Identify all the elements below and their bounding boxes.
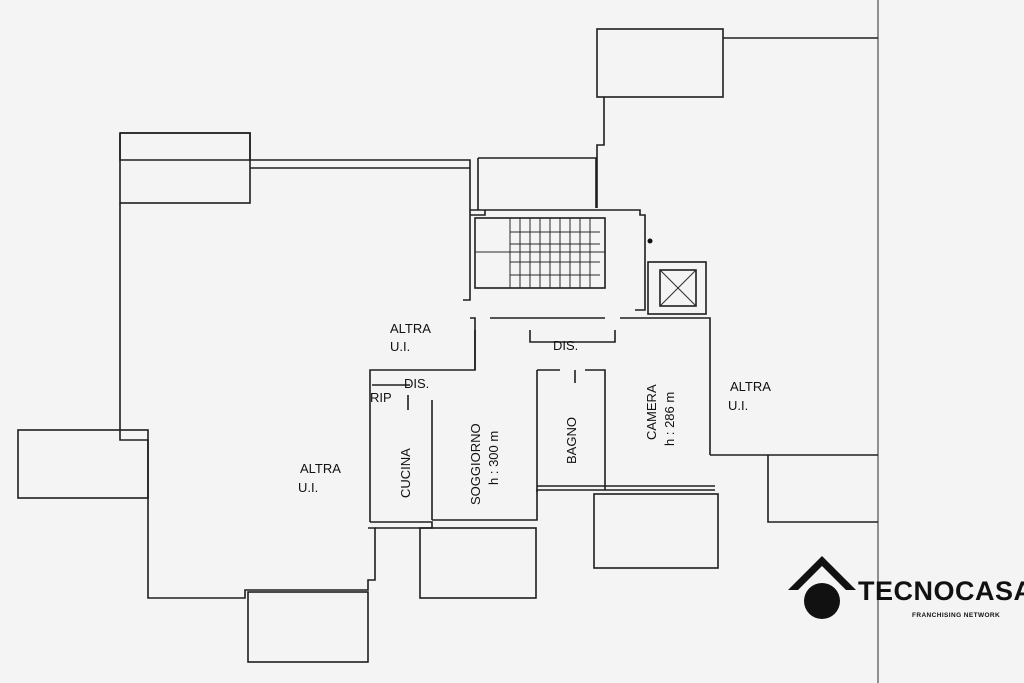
- room-label-camera: CAMERA: [644, 384, 659, 440]
- logo-tagline: FRANCHISING NETWORK: [912, 612, 1000, 619]
- room-label-soggiorno: SOGGIORNO: [468, 423, 483, 505]
- room-label-bagno: BAGNO: [564, 417, 579, 464]
- room-label-dis-small: DIS.: [404, 376, 429, 391]
- elevator-shaft: [647, 261, 707, 315]
- room-label-dis: DIS.: [553, 338, 578, 353]
- altra-ui-sublabel-left: U.I.: [298, 480, 318, 495]
- room-height-soggiorno: h : 300 m: [486, 431, 501, 485]
- altra-ui-sublabel-top: U.I.: [390, 339, 410, 354]
- room-height-camera: h : 286 m: [662, 392, 677, 446]
- altra-ui-sublabel-right: U.I.: [728, 398, 748, 413]
- altra-ui-label-right: ALTRA: [730, 379, 771, 394]
- stair-steps: [509, 218, 600, 288]
- room-label-cucina: CUCINA: [398, 448, 413, 498]
- altra-ui-label-top: ALTRA: [390, 321, 431, 336]
- stairwell: [470, 209, 707, 315]
- tecnocasa-logo: TECNOCASA FRANCHISING NETWORK: [788, 556, 1024, 619]
- apartment-walls: [369, 0, 879, 683]
- elevator-cab-icon: [659, 269, 697, 307]
- altra-ui-label-left: ALTRA: [300, 461, 341, 476]
- outer-walls: [17, 28, 878, 663]
- logo-wordmark: TECNOCASA: [858, 576, 1024, 606]
- room-label-rip: RIP: [370, 390, 392, 405]
- house-roof-icon: [788, 556, 856, 619]
